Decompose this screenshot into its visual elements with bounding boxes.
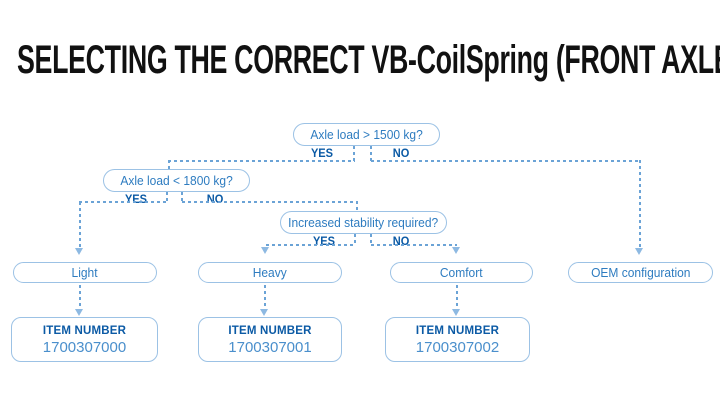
- arrow-down-light-icon: [75, 248, 83, 255]
- decision-axle-load-1800-label: Axle load < 1800 kg?: [120, 173, 233, 188]
- decision-axle-load-1500-no-label: NO: [392, 146, 410, 160]
- outcome-heavy-label: Heavy: [252, 265, 288, 280]
- arrow-down-oem-icon: [635, 248, 643, 255]
- connector-light-vertical: [79, 202, 81, 248]
- decision-axle-load-1500-yes-label: YES: [310, 146, 334, 160]
- decision-axle-load-1500: Axle load > 1500 kg?: [293, 123, 440, 146]
- connector-light-item-vertical: [79, 285, 81, 309]
- connector-into-q3-vertical: [356, 201, 358, 211]
- outcome-oem-configuration-label: OEM configuration: [590, 265, 691, 280]
- connector-q1-yes-vertical: [353, 146, 355, 161]
- connector-q2-no-vertical: [181, 192, 183, 202]
- item-number-value: 1700307000: [42, 339, 127, 356]
- connector-q1-yes-horizontal: [168, 160, 355, 162]
- connector-q3-yes-vertical: [354, 234, 356, 245]
- connector-heavy-item-vertical: [264, 285, 266, 309]
- arrow-down-heavy-item-icon: [260, 309, 268, 316]
- connector-oem-vertical: [639, 160, 641, 248]
- outcome-light-label: Light: [71, 265, 99, 280]
- connector-q2-yes-vertical: [166, 192, 168, 202]
- arrow-down-light-item-icon: [75, 309, 83, 316]
- item-number-value: 1700307001: [228, 339, 312, 356]
- connector-q2-no-horizontal: [182, 201, 358, 203]
- connector-q1-no-vertical: [370, 146, 372, 161]
- connector-into-q2-vertical: [168, 160, 170, 169]
- decision-axle-load-1800-yes-label: YES: [124, 192, 148, 206]
- item-number-label: ITEM NUMBER: [415, 325, 500, 337]
- item-number-card-light: ITEM NUMBER 1700307000: [11, 317, 158, 362]
- connector-q3-no-vertical: [370, 234, 372, 245]
- connector-q2-yes-horizontal: [79, 201, 167, 203]
- item-number-card-comfort: ITEM NUMBER 1700307002: [385, 317, 530, 362]
- outcome-comfort: Comfort: [390, 262, 533, 283]
- item-number-value: 1700307002: [415, 339, 500, 356]
- arrow-down-comfort-item-icon: [452, 309, 460, 316]
- item-number-label: ITEM NUMBER: [42, 325, 127, 337]
- decision-axle-load-1500-label: Axle load > 1500 kg?: [310, 127, 423, 142]
- item-number-card-heavy: ITEM NUMBER 1700307001: [198, 317, 342, 362]
- outcome-heavy: Heavy: [198, 262, 342, 283]
- arrow-down-heavy-icon: [261, 247, 269, 254]
- connector-comfort-item-vertical: [456, 285, 458, 309]
- decision-axle-load-1800: Axle load < 1800 kg?: [103, 169, 250, 192]
- outcome-comfort-label: Comfort: [440, 265, 483, 280]
- page-title: SELECTING THE CORRECT VB-CoilSpring (FRO…: [17, 38, 720, 82]
- decision-increased-stability-label: Increased stability required?: [288, 215, 439, 230]
- decision-increased-stability: Increased stability required?: [280, 211, 447, 234]
- outcome-light: Light: [13, 262, 157, 283]
- connector-q1-no-horizontal: [371, 160, 641, 162]
- arrow-down-comfort-icon: [452, 247, 460, 254]
- item-number-label: ITEM NUMBER: [228, 325, 312, 337]
- connector-q3-yes-horizontal: [266, 244, 355, 246]
- decision-axle-load-1800-no-label: NO: [206, 192, 224, 206]
- connector-q3-no-horizontal: [371, 244, 457, 246]
- outcome-oem-configuration: OEM configuration: [568, 262, 713, 283]
